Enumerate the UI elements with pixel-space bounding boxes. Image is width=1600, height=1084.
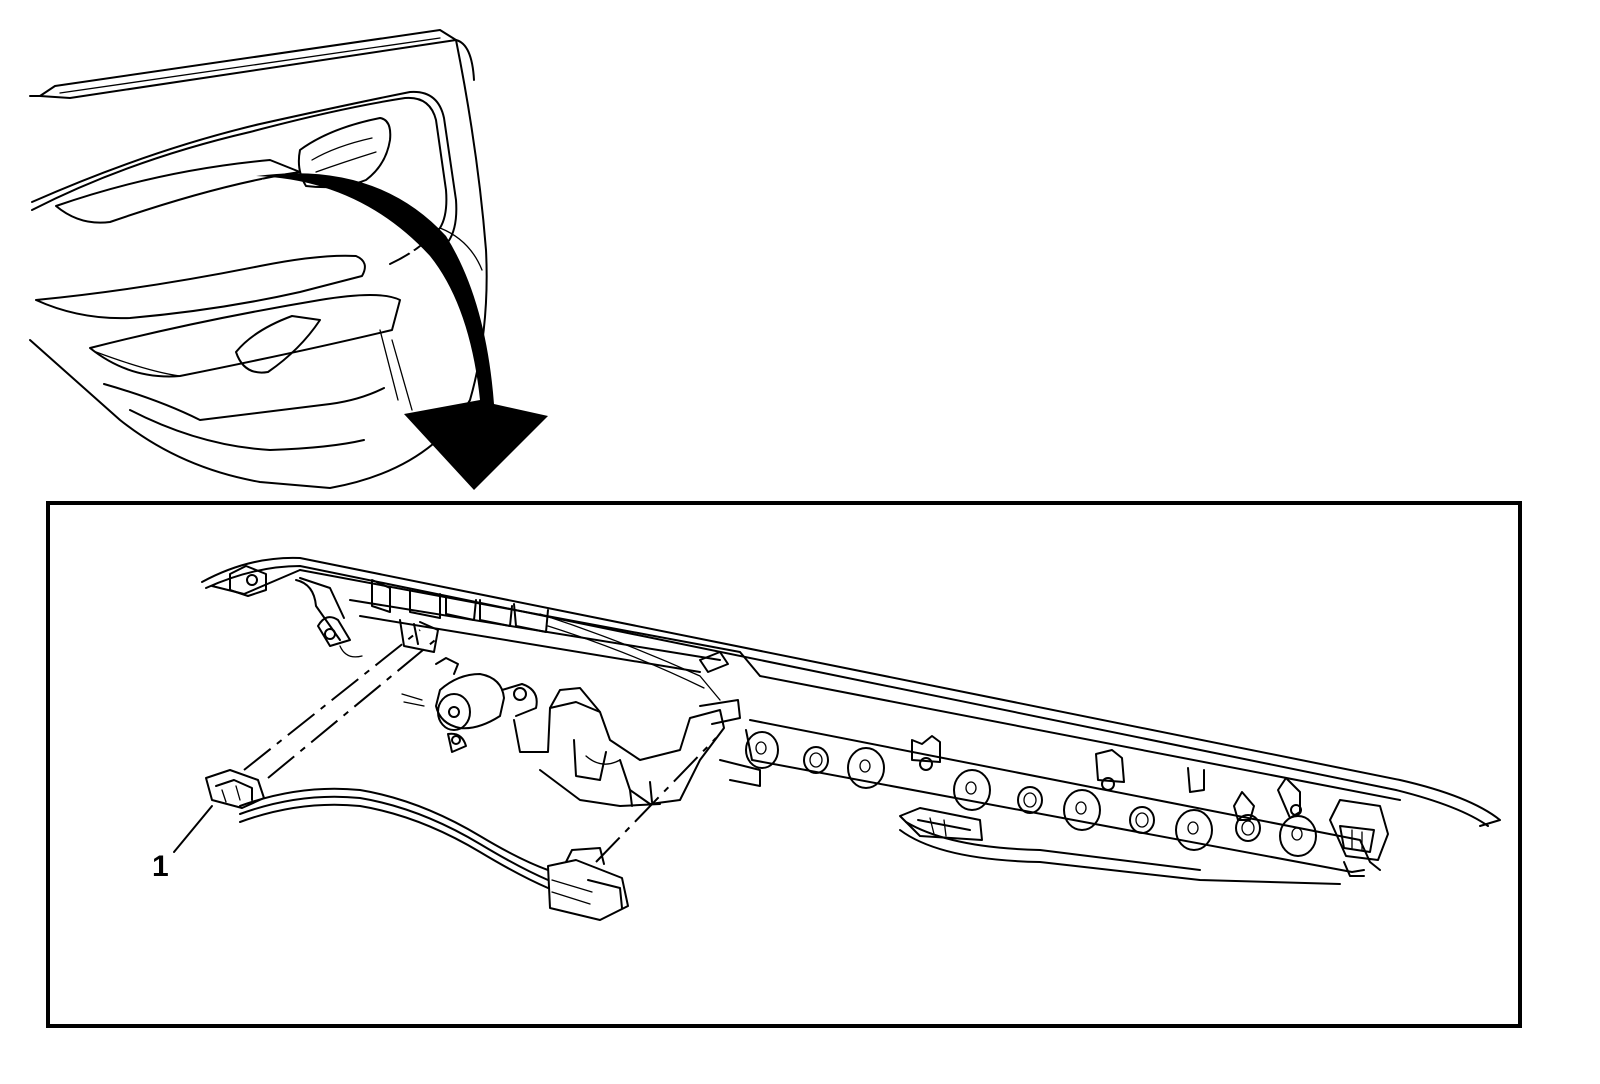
wiring-harness <box>205 769 629 921</box>
armrest-bezel-assembly <box>201 556 1501 885</box>
callout-1-leader <box>173 805 213 853</box>
callout-1-label: 1 <box>152 850 169 883</box>
callout-1: 1 <box>152 805 213 883</box>
detail-view-frame <box>46 501 1522 1028</box>
door-trim-panel-overview <box>29 29 488 489</box>
boss-row <box>745 731 1317 857</box>
curved-arrow-icon <box>256 173 548 490</box>
installation-guide-lines <box>243 629 717 863</box>
